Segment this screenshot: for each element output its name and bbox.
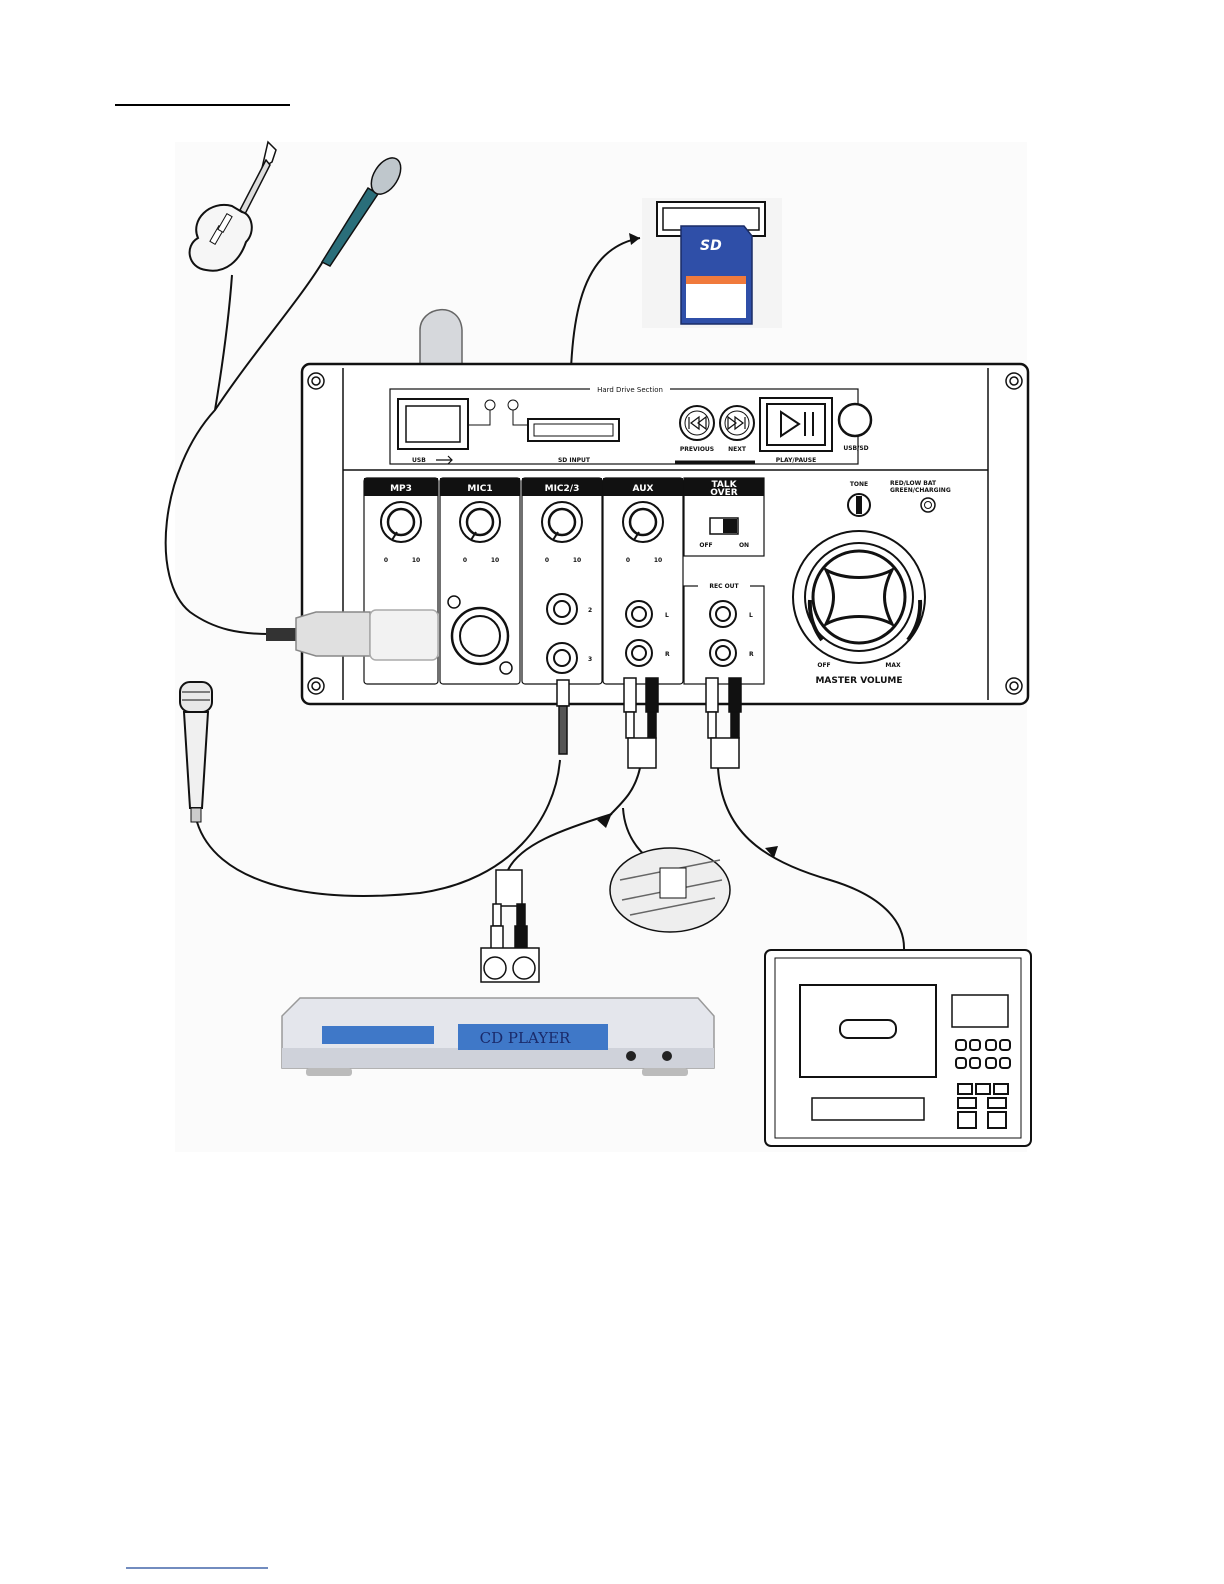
tone-label: TONE xyxy=(850,481,868,488)
next-label: NEXT xyxy=(728,446,747,453)
knob-cap xyxy=(549,509,575,535)
play-pause-button[interactable] xyxy=(760,398,832,451)
knob-cap xyxy=(630,509,656,535)
knob-max-label: 10 xyxy=(412,557,420,564)
talk-over-label-line2: OVER xyxy=(710,488,738,498)
previous-label: PREVIOUS xyxy=(680,446,714,453)
mic2-jack-label: 2 xyxy=(588,607,592,614)
play-pause-label: PLAY/PAUSE xyxy=(776,457,816,464)
knob-max-label: 10 xyxy=(491,557,499,564)
jack-inner xyxy=(554,650,570,666)
cd-player-label: CD PLAYER xyxy=(480,1029,571,1047)
sd-input-slot[interactable] xyxy=(528,419,619,441)
mounting-screw xyxy=(500,662,512,674)
rec-out-label: REC OUT xyxy=(709,583,739,590)
led-label-line1: RED/LOW BAT xyxy=(890,480,937,487)
usb-label: USB xyxy=(412,457,426,464)
master-volume-off-label: OFF xyxy=(817,662,830,669)
mounting-screw xyxy=(448,596,460,608)
channel-strip-1: MIC1 0 10 xyxy=(440,478,520,684)
rec-out-left-label: L xyxy=(749,612,753,619)
knob-cap xyxy=(467,509,493,535)
channel-strip-3: AUX 0 10L R xyxy=(603,478,683,684)
knob-min-label: 0 xyxy=(626,557,630,564)
master-volume-label: MASTER VOLUME xyxy=(815,676,902,686)
xlr-inner-ring xyxy=(460,616,500,656)
aux-right-label: R xyxy=(665,651,670,658)
channel-strip-2: MIC2/3 0 10 2 3 xyxy=(522,478,602,684)
mixer-detail-illustration xyxy=(610,848,730,932)
svg-text:SD: SD xyxy=(700,238,722,254)
cd-player-illustration: CD PLAYER xyxy=(282,998,714,1076)
knob-min-label: 0 xyxy=(463,557,467,564)
talk-over-off-label: OFF xyxy=(699,542,712,549)
led-label-line2: GREEN/CHARGING xyxy=(890,487,951,494)
master-volume-max-label: MAX xyxy=(885,662,901,669)
knob-min-label: 0 xyxy=(384,557,388,564)
channel-name-label: MP3 xyxy=(390,484,412,494)
mic3-jack-label: 3 xyxy=(588,656,592,663)
rec-out-right-label: R xyxy=(749,651,754,658)
knob-max-label: 10 xyxy=(654,557,662,564)
usb-sd-button[interactable] xyxy=(839,404,871,436)
sd-input-label: SD INPUT xyxy=(558,457,591,464)
usb-sd-label: USB/SD xyxy=(843,445,868,452)
aux-left-label: L xyxy=(665,612,669,619)
jack-inner xyxy=(632,607,646,621)
channel-name-label: AUX xyxy=(633,484,654,494)
sd-card-illustration: SD xyxy=(642,198,782,328)
usb-led-indicator xyxy=(485,400,495,410)
jack-inner xyxy=(632,646,646,660)
channel-name-label: MIC2/3 xyxy=(545,484,580,494)
talk-over-on-label: ON xyxy=(739,542,749,549)
knob-max-label: 10 xyxy=(573,557,581,564)
jack-inner xyxy=(554,601,570,617)
recorder-illustration xyxy=(765,950,1031,1146)
hard-drive-section-label: Hard Drive Section xyxy=(597,386,663,394)
knob-cap xyxy=(388,509,414,535)
knob-min-label: 0 xyxy=(545,557,549,564)
channel-name-label: MIC1 xyxy=(467,484,492,494)
sd-led-indicator xyxy=(508,400,518,410)
master-volume-knob[interactable] xyxy=(793,531,925,663)
